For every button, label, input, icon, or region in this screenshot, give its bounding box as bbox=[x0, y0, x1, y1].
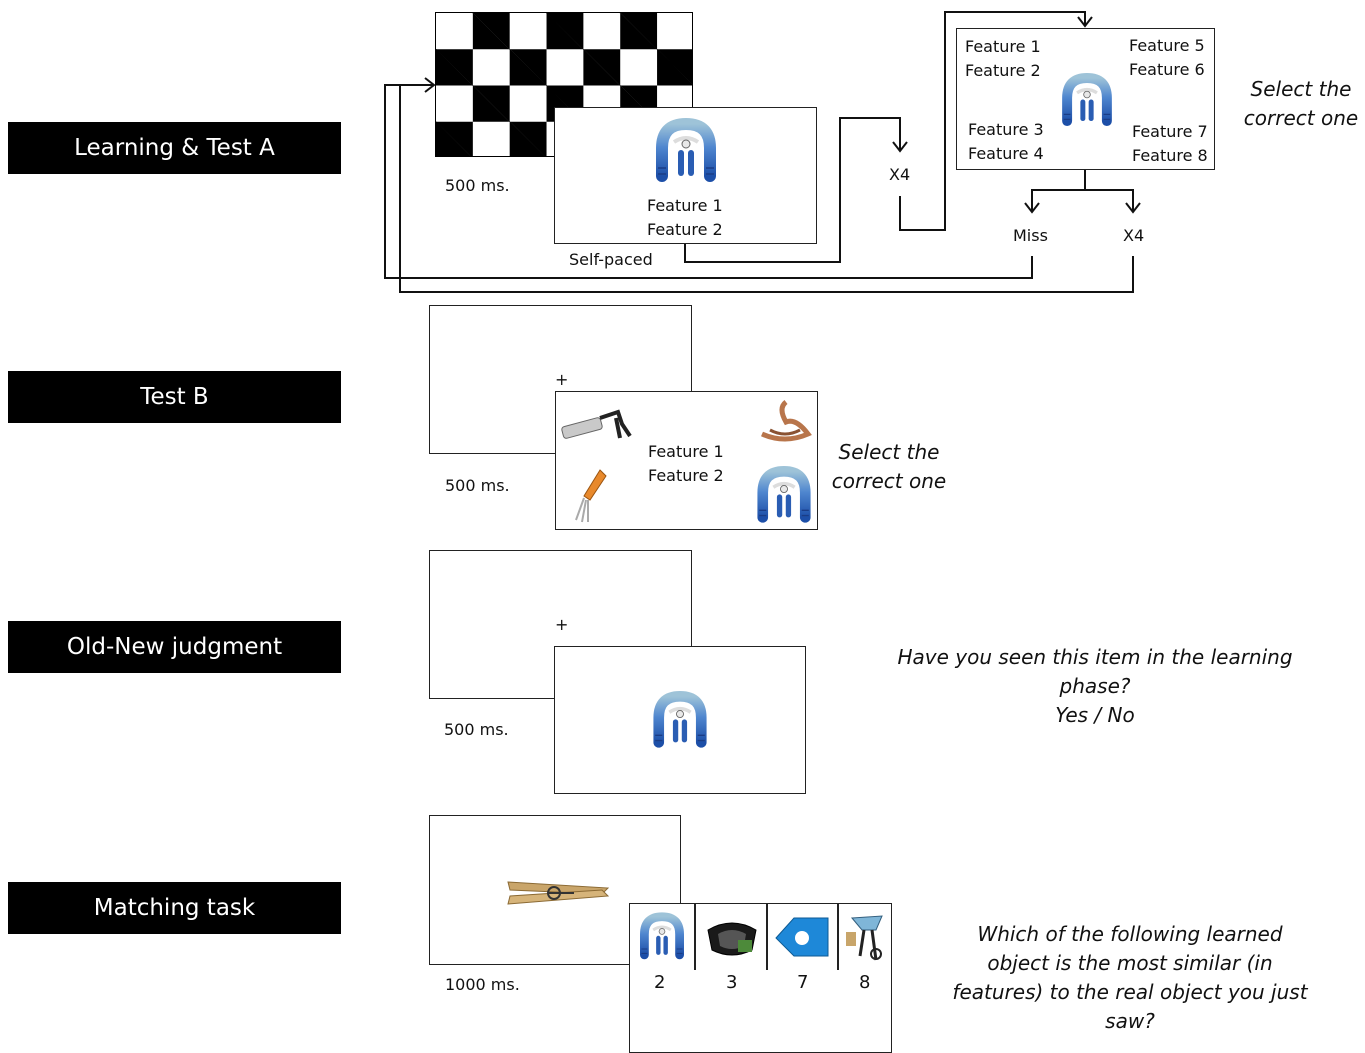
clothespin-image bbox=[507, 881, 610, 905]
choice-number-7: 7 bbox=[797, 972, 809, 993]
choice-object-2-image bbox=[640, 912, 684, 964]
matching-question: Which of the following learned object is… bbox=[952, 922, 1308, 1033]
learning-feature-2: Feature 2 bbox=[647, 220, 723, 239]
test-b-instruction: Select the correct one bbox=[831, 440, 947, 493]
row-label-old-new: Old-New judgment bbox=[8, 621, 341, 673]
test-a-feature-8: Feature 8 bbox=[1132, 146, 1208, 165]
test-a-feature-4: Feature 4 bbox=[968, 144, 1044, 163]
test-a-feature-6: Feature 6 bbox=[1129, 60, 1205, 79]
repeat-x4-label: X4 bbox=[889, 165, 911, 184]
test-a-feature-1: Feature 1 bbox=[965, 37, 1041, 56]
choice-object-7-image bbox=[775, 917, 829, 957]
test-a-feature-2: Feature 2 bbox=[965, 61, 1041, 80]
test-b-fixation-duration: 500 ms. bbox=[445, 476, 510, 495]
novel-object-image bbox=[756, 466, 812, 528]
test-b-choice-screen: Feature 1 Feature 2 bbox=[555, 391, 818, 530]
choice-number-3: 3 bbox=[726, 972, 738, 993]
miss-label: Miss bbox=[1013, 226, 1048, 245]
choice-divider bbox=[766, 904, 768, 970]
test-b-feature-1: Feature 1 bbox=[648, 442, 724, 461]
test-a-screen: Feature 1 Feature 2 Feature 3 Feature 4 … bbox=[956, 28, 1215, 170]
test-a-instruction: Select the correct one bbox=[1243, 77, 1359, 130]
row-label-test-b: Test B bbox=[8, 371, 341, 423]
old-new-question: Have you seen this item in the learning … bbox=[897, 645, 1293, 727]
matching-choice-screen: 2 3 7 8 bbox=[629, 903, 892, 1053]
test-a-feature-5: Feature 5 bbox=[1129, 36, 1205, 55]
old-new-fixation-cross: + bbox=[555, 615, 569, 634]
hit-repeat-x4-label: X4 bbox=[1123, 226, 1145, 245]
test-a-feature-3: Feature 3 bbox=[968, 120, 1044, 139]
choice-object-8-image bbox=[846, 915, 883, 961]
choice-divider bbox=[694, 904, 696, 970]
test-b-feature-2: Feature 2 bbox=[648, 466, 724, 485]
choice-divider bbox=[837, 904, 839, 970]
row-label-matching: Matching task bbox=[8, 882, 341, 934]
test-a-feature-7: Feature 7 bbox=[1132, 122, 1208, 141]
matching-duration: 1000 ms. bbox=[445, 975, 520, 994]
choice-number-2: 2 bbox=[654, 972, 666, 993]
choice-object-3-image bbox=[707, 922, 757, 956]
learning-study-screen: Feature 1 Feature 2 bbox=[554, 107, 817, 244]
choice-number-8: 8 bbox=[859, 972, 871, 993]
caulk-gun-image bbox=[561, 409, 632, 439]
novel-object-image bbox=[653, 691, 707, 753]
learning-fixation-duration: 500 ms. bbox=[445, 176, 510, 195]
row-label-learning: Learning & Test A bbox=[8, 122, 341, 174]
orange-tool-image bbox=[575, 469, 607, 523]
copper-coil-image bbox=[761, 400, 812, 442]
old-new-fixation-duration: 500 ms. bbox=[444, 720, 509, 739]
test-b-fixation-cross: + bbox=[555, 370, 569, 389]
learning-feature-1: Feature 1 bbox=[647, 196, 723, 215]
self-paced-label: Self-paced bbox=[569, 250, 653, 269]
old-new-item-screen bbox=[554, 646, 806, 794]
